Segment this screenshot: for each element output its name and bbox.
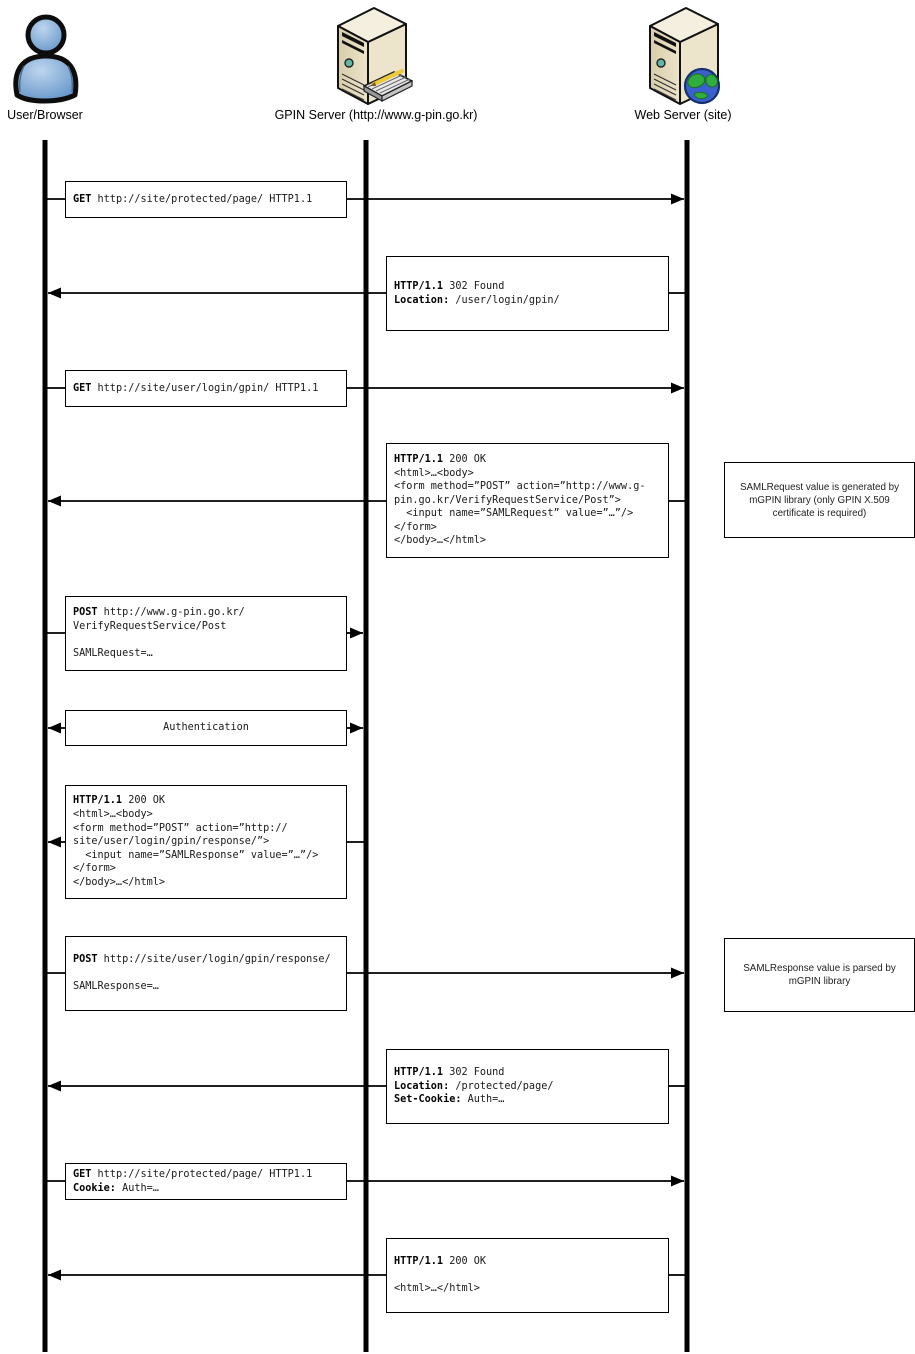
message-box-1: GET http://site/protected/page/ HTTP1.1 bbox=[65, 181, 347, 218]
actor-label-web: Web Server (site) bbox=[634, 108, 732, 122]
message-arrow-6 bbox=[48, 722, 363, 734]
message-box-8: POST http://site/user/login/gpin/respons… bbox=[65, 936, 347, 1011]
message-arrow-11 bbox=[48, 1269, 685, 1281]
message-arrow-3 bbox=[47, 382, 684, 394]
message-box-3: GET http://site/user/login/gpin/ HTTP1.1 bbox=[65, 370, 347, 407]
message-box-4: HTTP/1.1 200 OK<html>…<body><form method… bbox=[386, 443, 669, 558]
lifeline-web bbox=[684, 140, 690, 1352]
message-arrow-7 bbox=[48, 836, 364, 848]
message-box-5: POST http://www.g-pin.go.kr/VerifyReques… bbox=[65, 596, 347, 671]
web-server-icon bbox=[634, 2, 734, 108]
actor-label-user: User/Browser bbox=[7, 108, 83, 122]
message-arrow-1 bbox=[47, 193, 684, 205]
message-arrow-8 bbox=[47, 967, 684, 979]
message-arrow-10 bbox=[47, 1175, 684, 1187]
lifeline-user bbox=[42, 140, 48, 1352]
message-box-6: Authentication bbox=[65, 710, 347, 746]
note-samlrequest: SAMLRequest value is generated by mGPIN … bbox=[724, 462, 915, 538]
message-box-11: HTTP/1.1 200 OK <html>…</html> bbox=[386, 1238, 669, 1313]
message-arrow-5 bbox=[47, 627, 363, 639]
message-box-7: HTTP/1.1 200 OK<html>…<body><form method… bbox=[65, 785, 347, 899]
gpin-server-icon bbox=[322, 2, 422, 108]
actor-label-gpin: GPIN Server (http://www.g-pin.go.kr) bbox=[274, 108, 478, 122]
message-arrow-9 bbox=[48, 1080, 685, 1092]
message-arrow-4 bbox=[48, 495, 685, 507]
lifeline-gpin bbox=[363, 140, 369, 1352]
note-samlresponse: SAMLResponse value is parsed by mGPIN li… bbox=[724, 938, 915, 1012]
user-browser-icon bbox=[9, 8, 81, 104]
message-arrow-2 bbox=[48, 287, 685, 299]
